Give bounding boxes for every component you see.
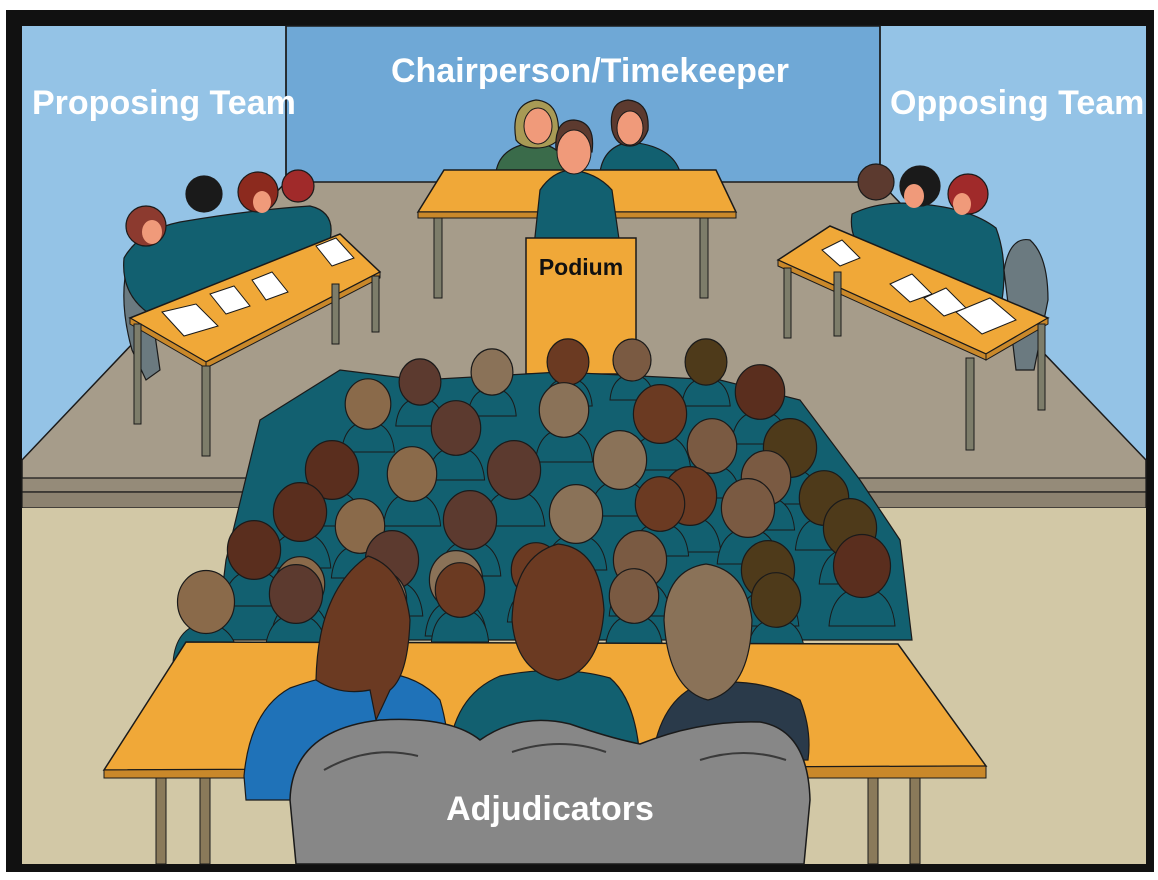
chair-seam [511,743,607,753]
face [253,191,271,213]
table-leg [783,267,792,339]
person-icon [608,568,660,624]
table-leg [867,777,879,865]
face [953,193,971,215]
opposing-team-group [776,163,1050,451]
person-icon [185,175,223,213]
speaker [533,119,621,247]
paper-icon [251,271,289,301]
table-leg [133,323,142,425]
person-icon [430,400,482,456]
chair-icon [289,718,811,865]
paper-icon [209,285,251,315]
person-icon [434,562,486,618]
person-icon [268,563,324,624]
table-leg [371,275,380,333]
face [142,220,162,244]
person-icon [272,482,328,543]
table-leg [1037,323,1046,411]
stage-step-right-lower [838,491,1147,509]
table-leg [965,357,975,451]
chair-seam [699,752,787,761]
proposing-team-label: Proposing Team [32,84,296,122]
paper-icon [955,297,1017,335]
person-icon [548,484,604,545]
face [556,129,592,175]
adjudicators-group [243,543,811,865]
face [904,184,924,208]
person-icon [634,476,686,532]
paper-icon [161,303,219,337]
table-leg [199,777,211,865]
person-icon [344,378,392,430]
person-icon [734,364,786,420]
person-icon [486,440,542,501]
table-edge [985,317,1049,361]
person-icon [538,382,590,438]
person-icon [684,338,728,386]
person-icon [750,572,802,628]
table-leg [909,777,921,865]
face [616,110,644,146]
hair [511,543,605,681]
person-icon [304,440,360,501]
person-icon [226,519,282,580]
hair [663,563,753,701]
hair [315,555,411,722]
proposing-team-group [123,169,382,457]
paper-icon [821,239,861,267]
person-icon [592,430,648,491]
stage-step-right-upper [828,477,1147,493]
chair-seam [323,751,419,771]
person-icon [832,533,892,599]
adjudicators-label: Adjudicators [446,790,654,828]
person-icon [720,478,776,539]
person-icon [176,569,236,635]
person-icon [470,348,514,396]
person-icon [281,169,315,203]
person-icon [612,338,652,382]
person-icon [398,358,442,406]
table-leg [331,283,340,345]
table-leg [201,365,211,457]
person-icon [632,384,688,445]
chairperson-label: Chairperson/Timekeeper [391,52,789,90]
person-icon [386,446,438,502]
table-leg [433,217,443,299]
person-icon [546,338,590,386]
table-leg [833,271,842,337]
podium-label: Podium [539,254,623,280]
paper-icon [315,237,355,267]
face [523,107,553,145]
table-leg [155,777,167,865]
table-leg [699,217,709,299]
person-icon [686,418,738,474]
person-icon [442,490,498,551]
person-icon [857,163,895,201]
chairperson-group [495,99,681,173]
opposing-team-label: Opposing Team [890,84,1144,122]
